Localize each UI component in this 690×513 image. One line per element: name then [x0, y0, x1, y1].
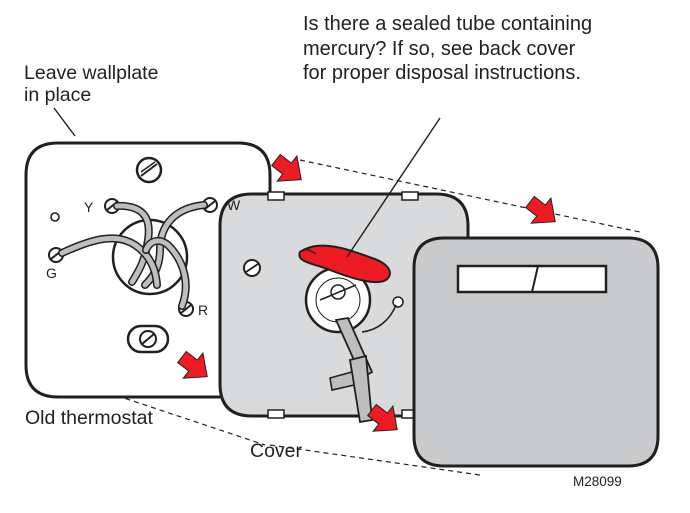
terminal-w-label: W: [227, 197, 241, 213]
question-line-3: for proper disposal instructions.: [303, 62, 581, 84]
wallplate-label: Leave wallplate in place: [24, 62, 158, 106]
terminal-g-label: G: [46, 265, 57, 281]
old-thermostat-plate: [24, 141, 272, 399]
cover-label: Cover: [250, 440, 303, 462]
red-arrow-icon: [265, 146, 312, 193]
figure-code-label: M28099: [573, 474, 622, 489]
wires: [58, 201, 208, 310]
red-arrow-icon: [519, 188, 566, 235]
terminal-y-label: Y: [84, 199, 94, 215]
screw-head-icon: [243, 259, 261, 277]
terminal-r-label: R: [198, 302, 209, 318]
question-line-1: Is there a sealed tube containing: [303, 13, 593, 35]
wallplate-line-2: in place: [24, 84, 92, 106]
mercury-question-label: Is there a sealed tube containing mercur…: [303, 12, 592, 86]
thermostat-cover: [412, 236, 660, 468]
wallplate-leader-line: [53, 107, 76, 137]
old-thermostat-label: Old thermostat: [25, 407, 153, 429]
mercury-leader-line: [346, 117, 441, 258]
question-line-2: mercury? If so, see back cover: [303, 37, 576, 60]
screw-head-icon: [135, 156, 163, 184]
wallplate-line-1: Leave wallplate: [24, 62, 159, 84]
screw-head-icon: [126, 324, 170, 354]
